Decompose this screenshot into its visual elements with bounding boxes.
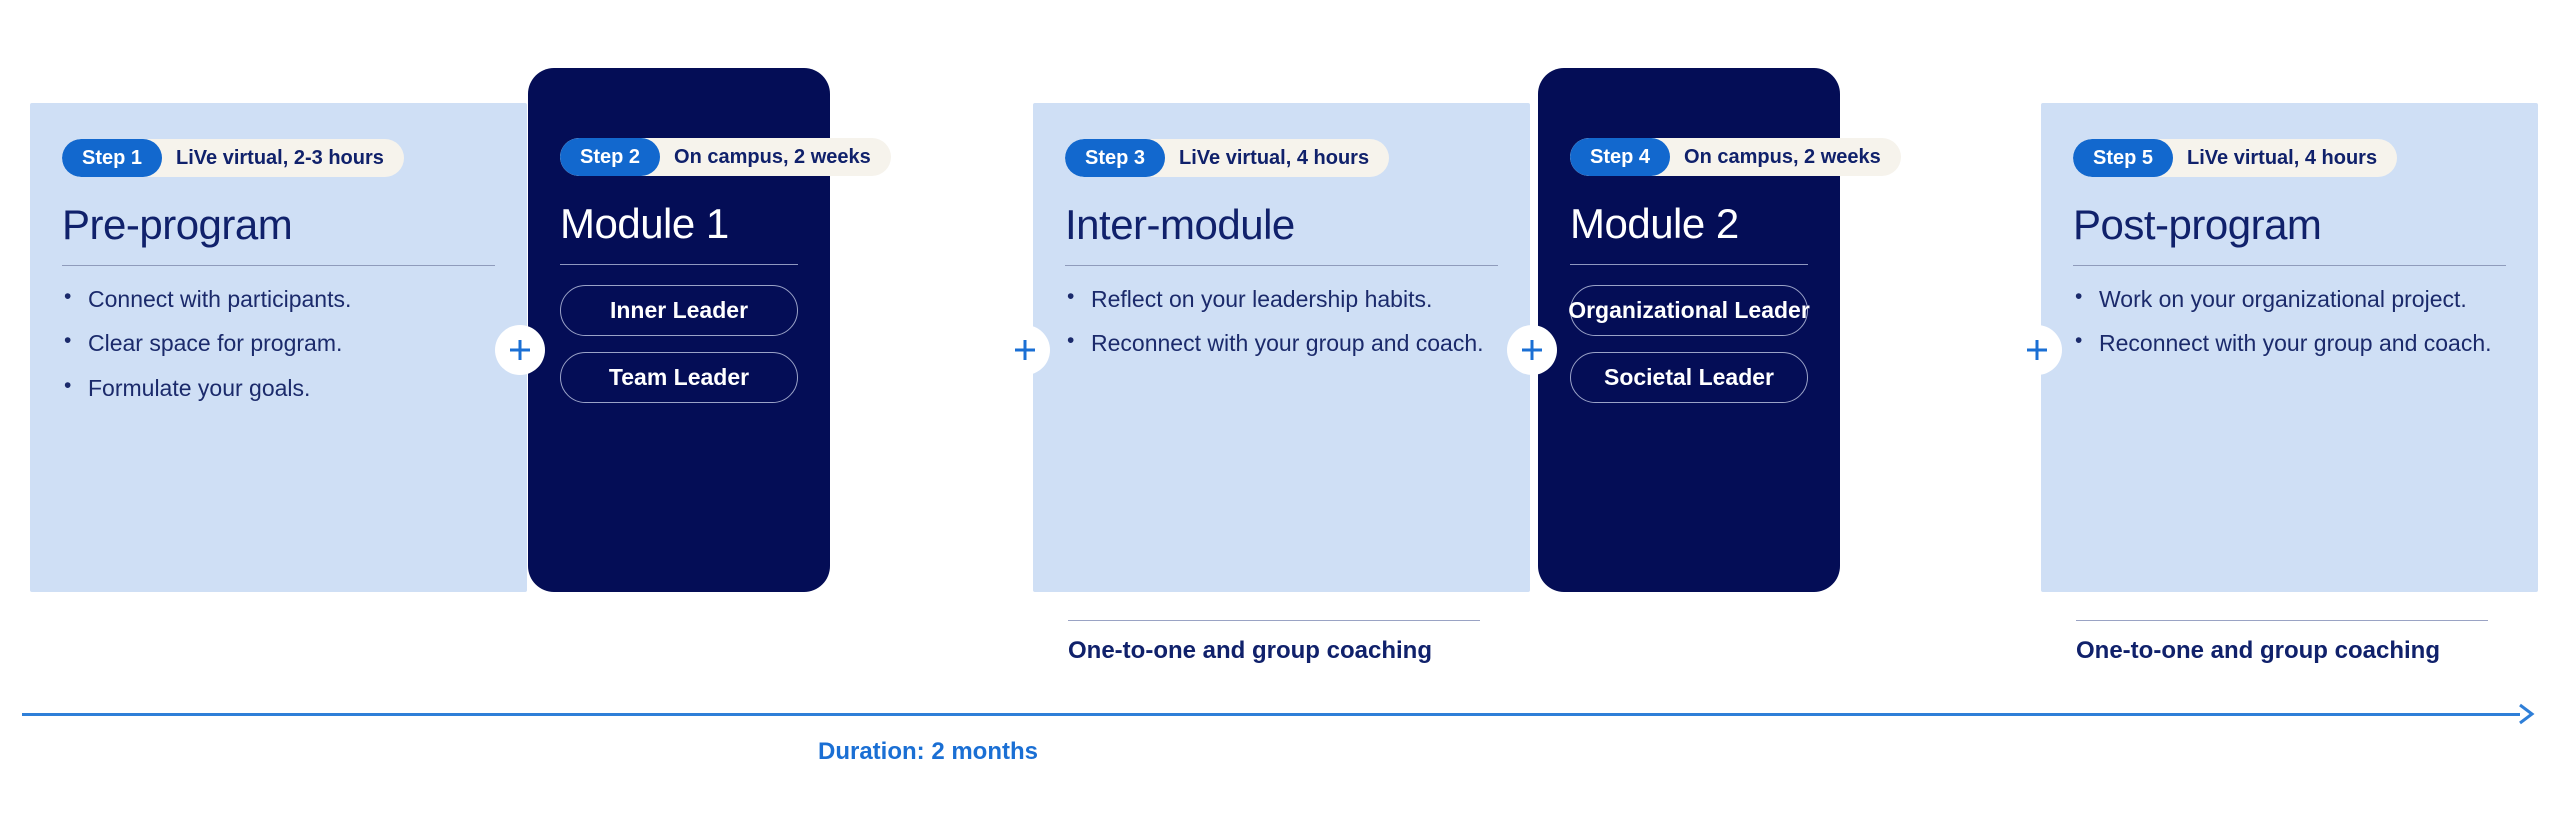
step-title-2: Module 1 (560, 200, 729, 247)
step-bullets-1: Connect with participants. Clear space f… (62, 283, 495, 403)
list-item: Formulate your goals. (62, 372, 495, 403)
step-card-5[interactable]: Step 5 LiVe virtual, 4 hours Post-progra… (2041, 103, 2538, 592)
step-title-1: Pre-program (62, 201, 293, 248)
list-item: Reconnect with your group and coach. (1065, 327, 1498, 358)
axis-line (22, 713, 2520, 716)
plus-icon (1519, 337, 1545, 363)
title-divider-2 (560, 264, 798, 266)
title-divider-1 (62, 265, 495, 267)
list-item: Reconnect with your group and coach. (2073, 327, 2506, 358)
step-badge-meta-2: On campus, 2 weeks (674, 145, 871, 168)
plus-connector-1[interactable] (495, 325, 545, 375)
coaching-caption-1: One-to-one and group coaching (1068, 620, 1480, 665)
step-badge-label-4: Step 4 (1570, 138, 1671, 176)
coaching-caption-2: One-to-one and group coaching (2076, 620, 2488, 665)
step-badge-1: Step 1 LiVe virtual, 2-3 hours (62, 139, 404, 177)
step-card-3[interactable]: Step 3 LiVe virtual, 4 hours Inter-modul… (1033, 103, 1530, 592)
duration-label: Duration: 2 months (818, 738, 1038, 765)
title-divider-5 (2073, 265, 2506, 267)
step-title-5: Post-program (2073, 201, 2322, 248)
list-item: Clear space for program. (62, 327, 495, 358)
step-card-4[interactable]: Step 4 On campus, 2 weeks Module 2 Organ… (1538, 68, 1901, 592)
step-bullets-3: Reflect on your leadership habits. Recon… (1065, 283, 1498, 359)
step-badge-meta-1: LiVe virtual, 2-3 hours (176, 146, 384, 169)
step-badge-meta-3: LiVe virtual, 4 hours (1179, 146, 1370, 169)
list-item: Connect with participants. (62, 283, 495, 314)
plus-connector-3[interactable] (1507, 325, 1557, 375)
step-badge-3: Step 3 LiVe virtual, 4 hours (1065, 139, 1390, 177)
leader-pill-inner-leader[interactable]: Inner Leader (560, 285, 798, 337)
plus-connector-2[interactable] (1000, 325, 1050, 375)
step-badge-4: Step 4 On campus, 2 weeks (1570, 138, 1901, 176)
list-item: Reflect on your leadership habits. (1065, 283, 1498, 314)
step-badge-2: Step 2 On campus, 2 weeks (560, 138, 891, 176)
step-badge-label-3: Step 3 (1065, 139, 1166, 177)
list-item: Work on your organizational project. (2073, 283, 2506, 314)
duration-axis (22, 703, 2538, 725)
step-badge-label-2: Step 2 (560, 138, 661, 176)
step-badge-meta-5: LiVe virtual, 4 hours (2187, 146, 2378, 169)
step-title-3: Inter-module (1065, 201, 1295, 248)
plus-icon (507, 337, 533, 363)
plus-icon (2024, 337, 2050, 363)
arrow-right-icon (2516, 701, 2538, 732)
coaching-label-1: One-to-one and group coaching (1068, 637, 1432, 664)
step-bullets-5: Work on your organizational project. Rec… (2073, 283, 2506, 359)
coaching-divider-2 (2076, 620, 2488, 621)
plus-icon (1012, 337, 1038, 363)
duration-label-wrap: Duration: 2 months (0, 738, 2560, 766)
step-title-4: Module 2 (1570, 200, 1739, 247)
step-badge-meta-4: On campus, 2 weeks (1684, 145, 1881, 168)
leader-pill-organizational-leader[interactable]: Organizational Leader (1568, 285, 1810, 337)
leader-pill-team-leader[interactable]: Team Leader (560, 352, 798, 404)
title-divider-3 (1065, 265, 1498, 267)
plus-connector-4[interactable] (2012, 325, 2062, 375)
leader-pills-2: Inner Leader Team Leader (560, 285, 798, 404)
title-divider-4 (1570, 264, 1808, 266)
step-card-1[interactable]: Step 1 LiVe virtual, 2-3 hours Pre-progr… (30, 103, 527, 592)
step-badge-5: Step 5 LiVe virtual, 4 hours (2073, 139, 2398, 177)
steps-row: Step 1 LiVe virtual, 2-3 hours Pre-progr… (30, 68, 2538, 592)
step-card-2[interactable]: Step 2 On campus, 2 weeks Module 1 Inner… (528, 68, 891, 592)
step-badge-label-5: Step 5 (2073, 139, 2174, 177)
leader-pill-societal-leader[interactable]: Societal Leader (1570, 352, 1808, 404)
leader-pills-4: Organizational Leader Societal Leader (1568, 285, 1810, 404)
step-badge-label-1: Step 1 (62, 139, 163, 177)
coaching-divider-1 (1068, 620, 1480, 621)
coaching-label-2: One-to-one and group coaching (2076, 637, 2440, 664)
